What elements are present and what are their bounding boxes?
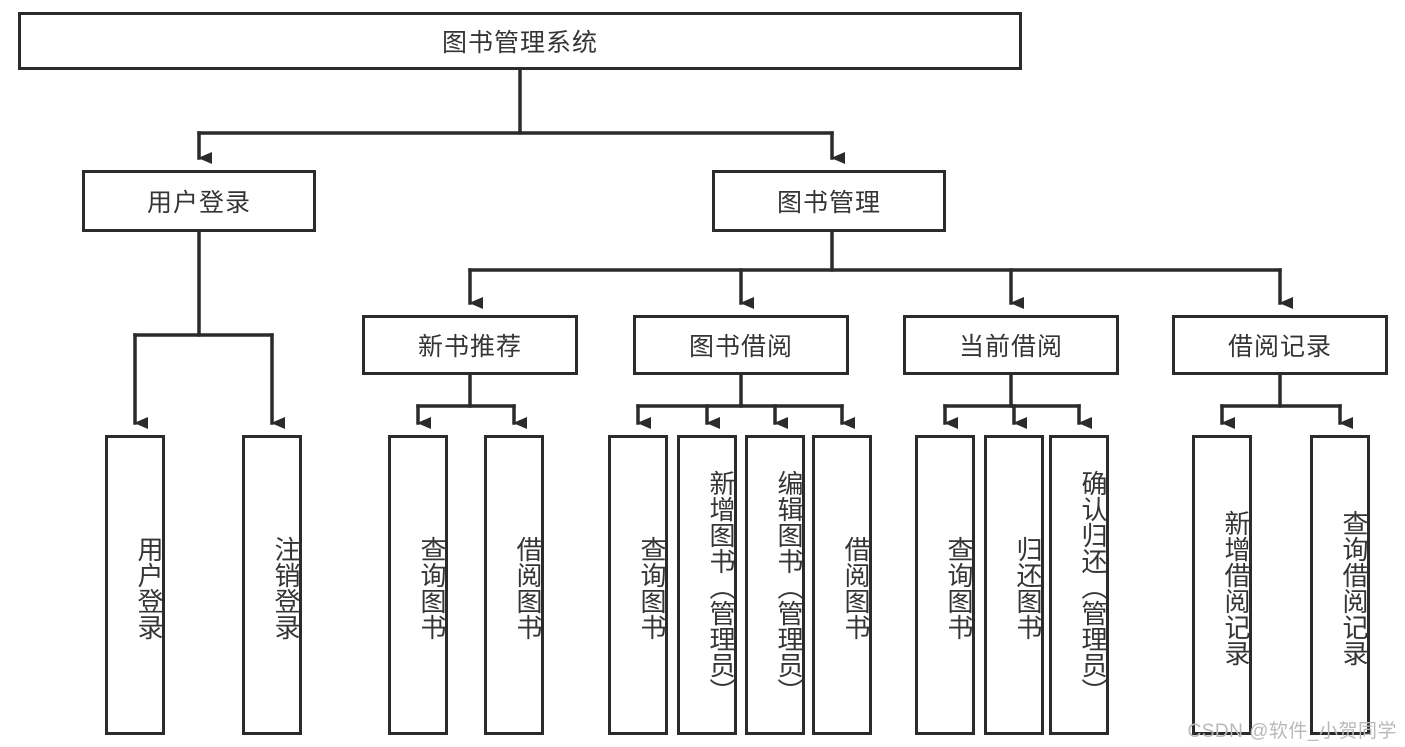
node-leaf-query-book[interactable]: 查询图书 [608, 435, 668, 735]
node-leaf-edit-book-label: 编辑图书（管理员） [774, 469, 804, 704]
node-borrow-record[interactable]: 借阅记录 [1172, 315, 1388, 375]
node-leaf-query-book-rec[interactable]: 查询图书 [388, 435, 448, 735]
node-borrow-record-label: 借阅记录 [1227, 333, 1332, 361]
node-leaf-query-record[interactable]: 查询借阅记录 [1310, 435, 1370, 735]
node-current-borrow[interactable]: 当前借阅 [903, 315, 1119, 375]
node-leaf-query-book-cur-label: 查询图书 [944, 536, 974, 640]
node-leaf-add-book-label: 新增图书（管理员） [706, 469, 736, 704]
node-leaf-return-book[interactable]: 归还图书 [984, 435, 1044, 735]
node-root-label: 图书管理系统 [441, 29, 598, 57]
node-leaf-logout-label: 注销登录 [271, 536, 301, 640]
node-leaf-return-book-label: 归还图书 [1013, 536, 1043, 640]
node-leaf-borrow-book-rec-label: 借阅图书 [513, 536, 543, 640]
node-book-borrow-label: 图书借阅 [688, 333, 793, 361]
node-leaf-borrow-book[interactable]: 借阅图书 [812, 435, 872, 735]
node-leaf-query-record-label: 查询借阅记录 [1339, 510, 1369, 666]
node-leaf-query-book-label: 查询图书 [637, 536, 667, 640]
node-book-manage-label: 图书管理 [776, 189, 881, 217]
node-leaf-user-login-label: 用户登录 [134, 536, 164, 640]
node-leaf-confirm-return-label: 确认归还（管理员） [1078, 469, 1108, 704]
node-leaf-logout[interactable]: 注销登录 [242, 435, 302, 735]
node-user-login-label: 用户登录 [146, 189, 251, 217]
node-root[interactable]: 图书管理系统 [18, 12, 1022, 70]
node-leaf-query-book-rec-label: 查询图书 [417, 536, 447, 640]
node-leaf-query-book-cur[interactable]: 查询图书 [915, 435, 975, 735]
node-leaf-edit-book[interactable]: 编辑图书（管理员） [745, 435, 805, 735]
node-new-book-recommend-label: 新书推荐 [417, 333, 522, 361]
node-leaf-add-record[interactable]: 新增借阅记录 [1192, 435, 1252, 735]
node-book-borrow[interactable]: 图书借阅 [633, 315, 849, 375]
node-leaf-add-record-label: 新增借阅记录 [1221, 510, 1251, 666]
node-leaf-add-book[interactable]: 新增图书（管理员） [677, 435, 737, 735]
node-new-book-recommend[interactable]: 新书推荐 [362, 315, 578, 375]
node-leaf-user-login[interactable]: 用户登录 [105, 435, 165, 735]
node-user-login[interactable]: 用户登录 [82, 170, 316, 232]
node-book-manage[interactable]: 图书管理 [712, 170, 946, 232]
node-current-borrow-label: 当前借阅 [958, 333, 1063, 361]
node-leaf-confirm-return[interactable]: 确认归还（管理员） [1049, 435, 1109, 735]
node-leaf-borrow-book-rec[interactable]: 借阅图书 [484, 435, 544, 735]
node-leaf-borrow-book-label: 借阅图书 [841, 536, 871, 640]
